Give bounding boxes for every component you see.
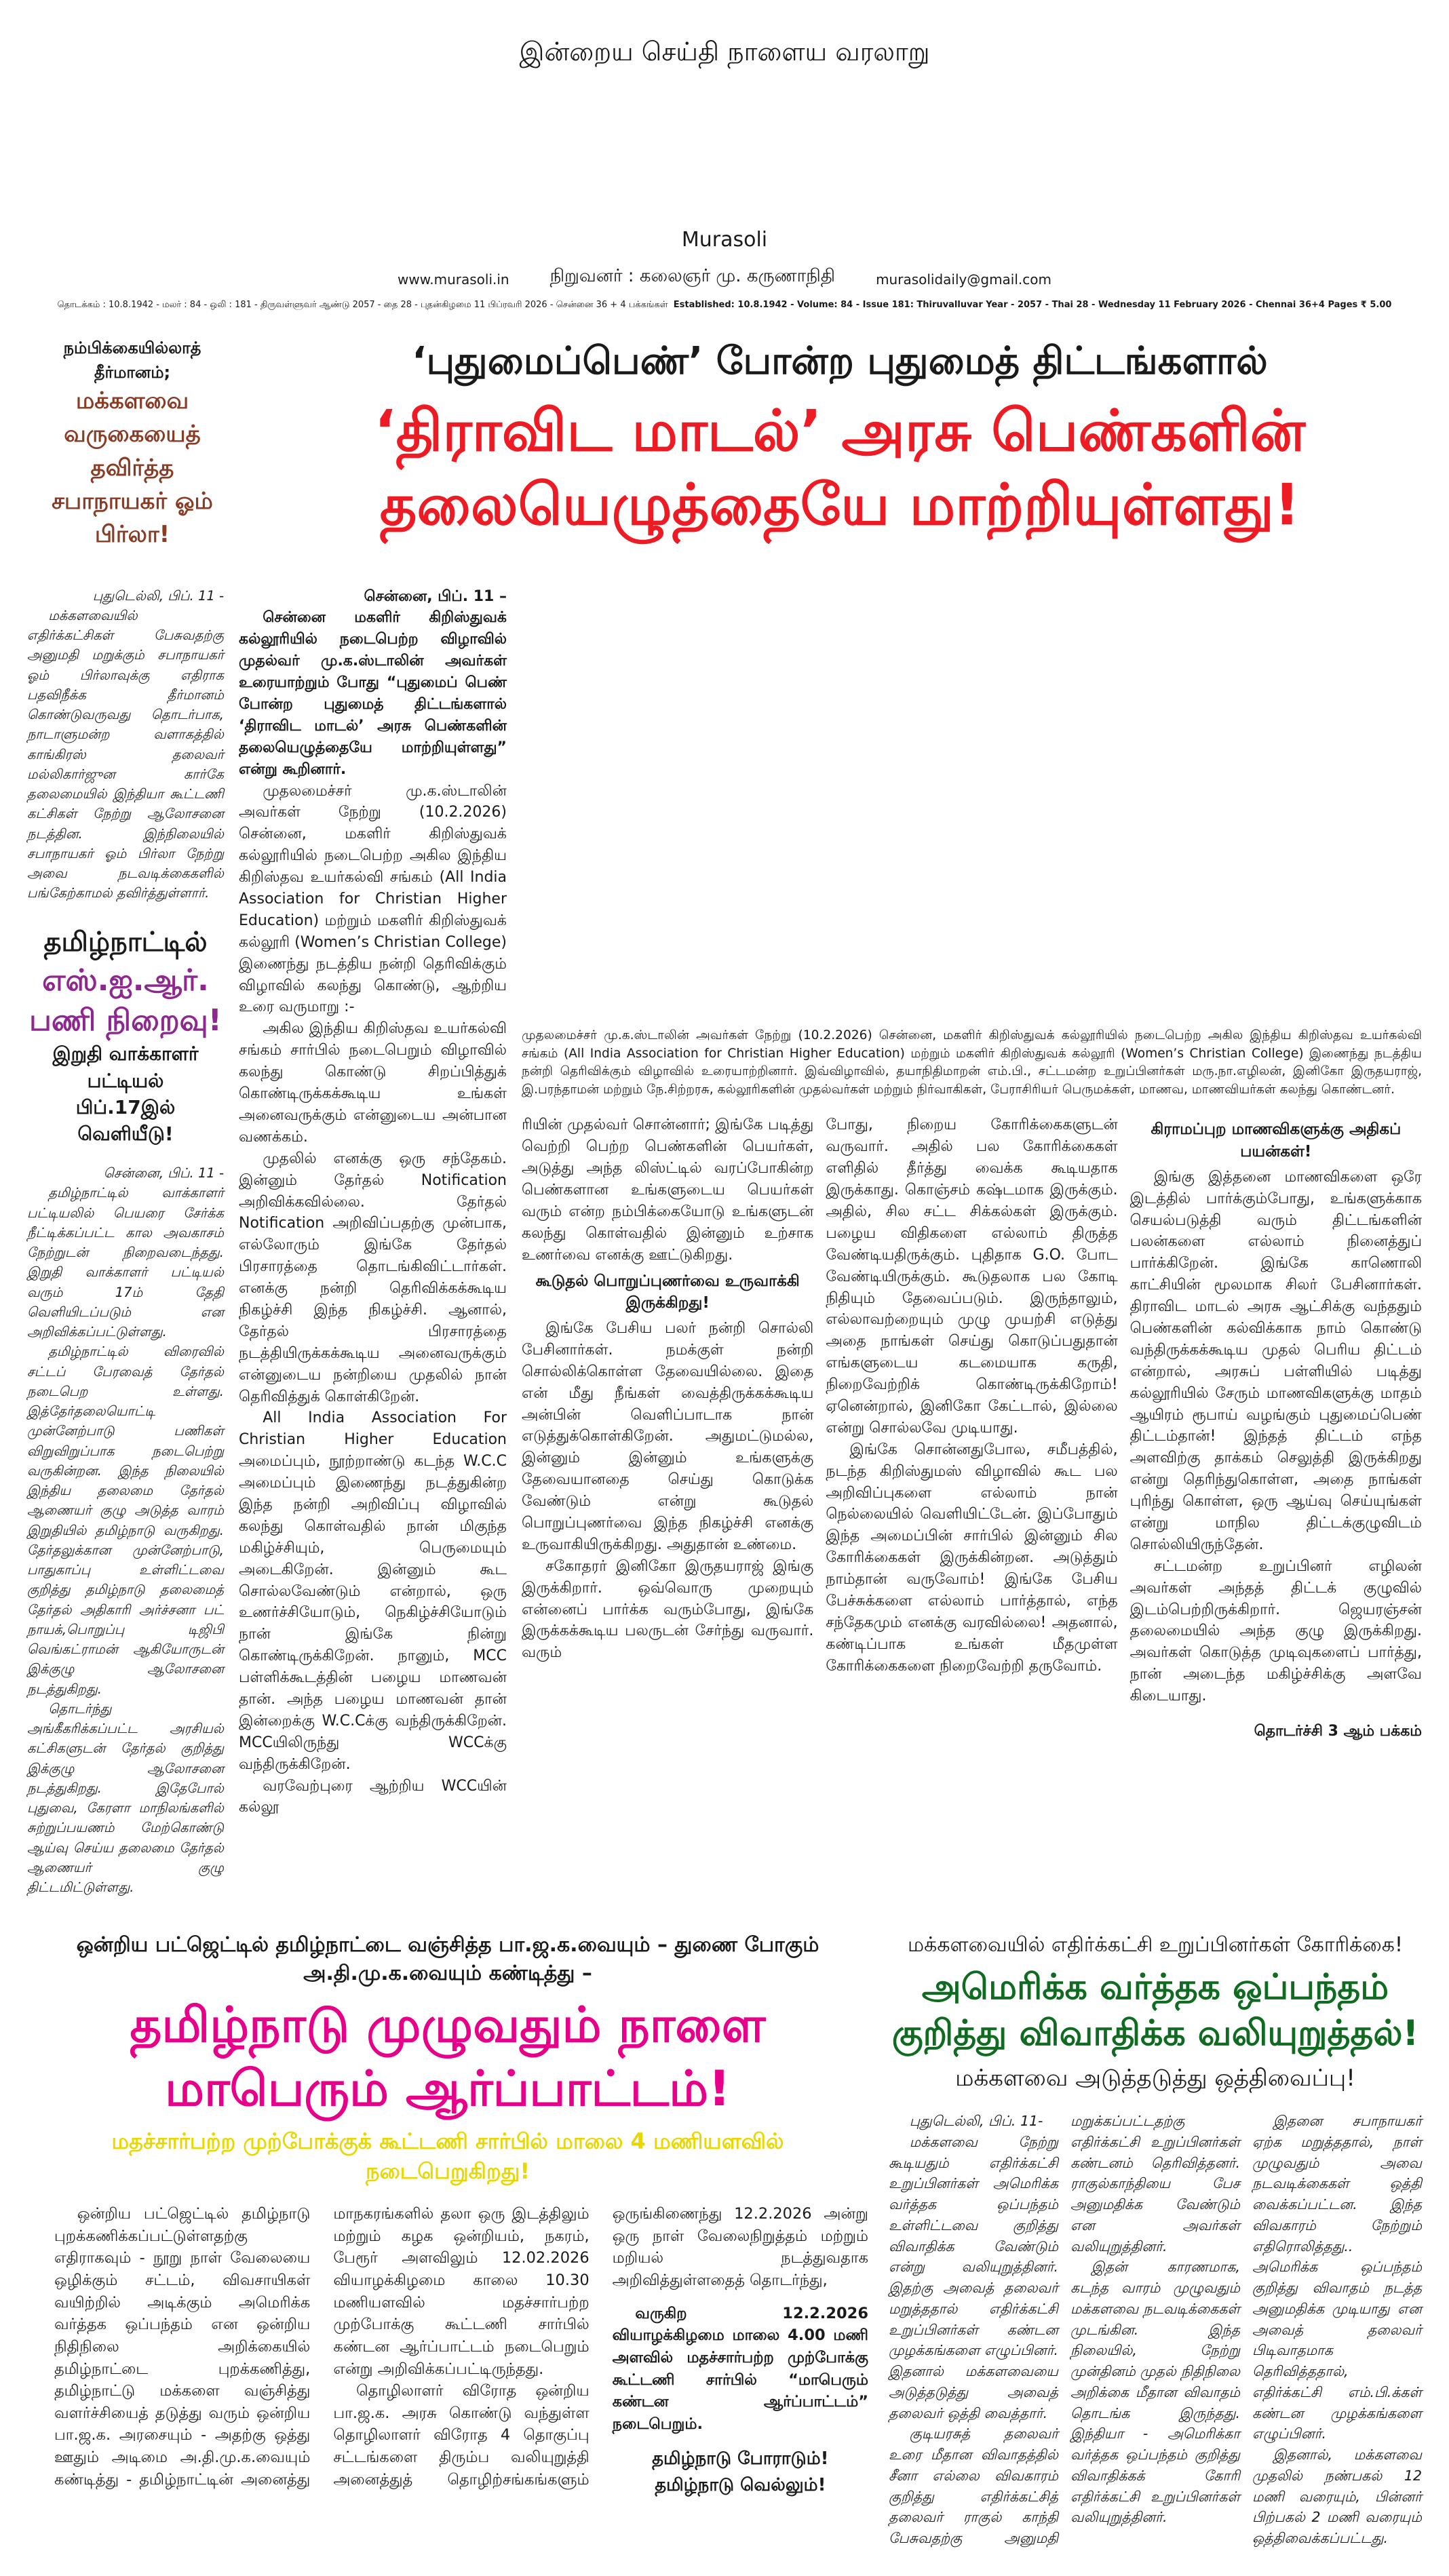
slogan: தமிழ்நாடு வெல்லும்! <box>655 2475 826 2496</box>
lead-article-col-2: ரியின் முதல்வர் சொன்னார்; இங்கே படித்து … <box>522 1114 813 1664</box>
story-paragraph: மக்களவை நேற்று கூடியதும் எதிர்க்கட்சி உற… <box>889 2133 1058 2421</box>
story-paragraph: All India Association For Christian High… <box>239 1409 507 1773</box>
masthead-tagline: இன்றைய செய்தி நாளைய வரலாறு <box>519 37 930 66</box>
speaker-story: புதுடெல்லி, பிப். 11 - மக்களவையில் எதிர்… <box>27 586 224 903</box>
story-paragraph: முதலில் எனக்கு ஒரு சந்தேகம். இன்னும் தேர… <box>239 1150 507 1405</box>
sir-kicker: தமிழ்நாட்டில் <box>43 926 208 958</box>
story-paragraph-bold: வருகிற 12.2.2026 வியாழக்கிழமை மாலை 4.00 … <box>612 2304 868 2433</box>
loksabha-kicker: மக்களவையில் எதிர்க்கட்சி உறுப்பினர்கள் க… <box>908 1933 1403 1957</box>
left-column: புதுடெல்லி, பிப். 11 - மக்களவையில் எதிர்… <box>27 586 224 1898</box>
story-paragraph: போது, நிறைய கோரிக்கைகளுடன் வருவார். அதில… <box>826 1116 1118 1437</box>
story-paragraph: முதலமைச்சர் மு.க.ஸ்டாலின் அவர்கள் நேற்று… <box>239 782 507 1016</box>
story-paragraph: தொடர்ந்து அங்கீகரிக்கப்பட்ட அரசியல் கட்ச… <box>27 1700 224 1896</box>
story-paragraph: சகோதரர் இனிகோ இருதயராஜ் இங்கு இருக்கிறார… <box>522 1557 814 1662</box>
protest-subheadline: மதச்சார்பற்ற முற்போக்குக் கூட்டணி சார்பி… <box>111 2128 784 2185</box>
founder-row: www.murasoli.in நிறுவனர் : கலைஞர் மு. கர… <box>27 264 1422 288</box>
story-paragraph: தமிழ்நாட்டில் வாக்காளர் பட்டியலில் பெயரை… <box>27 1185 224 1340</box>
website-link[interactable]: www.murasoli.in <box>398 271 509 288</box>
dateline: புதுடெல்லி, பிப். 11 - <box>92 587 224 604</box>
subheading: கிராமப்புற மாணவிகளுக்கு அதிகப் பயன்கள்! <box>1151 1120 1402 1160</box>
bottom-section: ஒன்றிய பட்ஜெட்டில் தமிழ்நாட்டை வஞ்சித்த … <box>27 1931 1422 2549</box>
teaser-line: சபாநாயகர் ஓம் பிர்லா! <box>52 487 213 549</box>
teaser-line: மக்களவை <box>75 387 189 415</box>
loksabha-subheadline: மக்களவை அடுத்தடுத்து ஒத்திவைப்பு! <box>955 2064 1355 2092</box>
founder-line: நிறுவனர் : கலைஞர் மு. கருணாநிதி <box>549 266 836 287</box>
story-paragraph: இங்கு இத்தனை மாணவிகளை ஒரே இடத்தில் பார்க… <box>1129 1168 1422 1553</box>
email-link[interactable]: murasolidaily@gmail.com <box>876 271 1051 288</box>
dateline: புதுடெல்லி, பிப். 11- <box>909 2113 1043 2130</box>
lead-article-col-4: கிராமப்புற மாணவிகளுக்கு அதிகப் பயன்கள்! … <box>1130 1114 1422 1742</box>
slogan: தமிழ்நாடு போராடும்! <box>652 2448 829 2470</box>
story-paragraph: சட்டமன்ற உறுப்பினர் எழிலன் அவர்கள் அந்தத… <box>1129 1557 1422 1705</box>
photo-caption: முதலமைச்சர் மு.க.ஸ்டாலின் அவர்கள் நேற்று… <box>522 1028 1422 1097</box>
loksabha-headline: அமெரிக்க வர்த்தக ஒப்பந்தம் குறித்து விவா… <box>891 1967 1419 2054</box>
issue-info-line: தொடக்கம் : 10.8.1942 - மலர் : 84 - ஒலி :… <box>27 298 1422 312</box>
dateline: சென்னை, பிப். 11 – <box>364 587 507 605</box>
lead-headline: ‘திராவிட மாடல்’ அரசு பெண்களின் தலையெழுத்… <box>374 397 1306 538</box>
dateline: சென்னை, பிப். 11 - <box>103 1165 224 1182</box>
masthead: இன்றைய செய்தி நாளைய வரலாறு Murasoli www.… <box>27 0 1422 311</box>
lead-right-area: முதலமைச்சர் மு.க.ஸ்டாலின் அவர்கள் நேற்று… <box>522 585 1422 1742</box>
speaker-teaser: நம்பிக்கையில்லாத் தீர்மானம்; மக்களவை வரு… <box>27 336 237 551</box>
story-paragraph: இதன் காரணமாக, கடந்த வாரம் முழுவதும் மக்க… <box>1070 2259 1240 2526</box>
lead-headlines: ‘புதுமைப்பெண்’ போன்ற புதுமைத் திட்டங்களா… <box>258 336 1422 542</box>
protest-story: ஒன்றிய பட்ஜெட்டில் தமிழ்நாட்டை வஞ்சித்த … <box>27 1931 868 2499</box>
issue-info-english: Established: 10.8.1942 - Volume: 84 - Is… <box>673 299 1392 310</box>
sir-headline-block: தமிழ்நாட்டில் எஸ்.ஐ.ஆர். பணி நிறைவு! இறு… <box>27 924 224 1148</box>
lead-intro: சென்னை மகளிர் கிறிஸ்துவக் கல்லூரியில் நட… <box>239 609 507 778</box>
story-paragraph: மக்களவையில் எதிர்க்கட்சிகள் பேசுவதற்கு அ… <box>27 607 224 901</box>
protest-headline: தமிழ்நாடு முழுவதும் நாளை மாபெரும் ஆர்ப்ப… <box>130 1996 766 2117</box>
story-paragraph: இங்கே சொன்னதுபோல, சமீபத்தில், நடந்த கிறி… <box>826 1441 1118 1675</box>
masthead-title: Murasoli <box>681 228 768 252</box>
protest-kicker: ஒன்றிய பட்ஜெட்டில் தமிழ்நாட்டை வஞ்சித்த … <box>76 1933 819 1986</box>
story-paragraph: இதனால், மக்களவை முதலில் நண்பகல் 12 மணி வ… <box>1252 2446 1422 2547</box>
continued-link[interactable]: தொடர்ச்சி 3 ஆம் பக்கம் <box>1254 1723 1422 1740</box>
issue-info-tamil: தொடக்கம் : 10.8.1942 - மலர் : 84 - ஒலி :… <box>57 299 668 310</box>
lead-article-columns: ரியின் முதல்வர் சொன்னார்; இங்கே படித்து … <box>522 1114 1422 1742</box>
middle-section: புதுடெல்லி, பிப். 11 - மக்களவையில் எதிர்… <box>27 585 1422 1898</box>
teaser-line: வருகையைத் தவிர்த்த <box>64 421 201 482</box>
lead-kicker: ‘புதுமைப்பெண்’ போன்ற புதுமைத் திட்டங்களா… <box>412 339 1268 384</box>
teaser-kicker: நம்பிக்கையில்லாத் தீர்மானம்; <box>63 338 201 383</box>
top-section: நம்பிக்கையில்லாத் தீர்மானம்; மக்களவை வரு… <box>27 336 1422 551</box>
lead-photo <box>522 585 1422 1020</box>
story-paragraph: இதனை சபாநாயகர் ஏற்க மறுத்ததால், நாள் முழ… <box>1252 2113 1422 2442</box>
sir-story: சென்னை, பிப். 11 - தமிழ்நாட்டில் வாக்காள… <box>27 1163 224 1897</box>
story-paragraph: தமிழ்நாட்டில் விரைவில் சட்டப் பேரவைத் தே… <box>27 1344 224 1697</box>
sir-headline: எஸ்.ஐ.ஆர். பணி நிறைவு! <box>29 962 222 1038</box>
subheading: கூடுதல் பொறுப்புணர்வை உருவாக்கி இருக்கிற… <box>535 1272 800 1312</box>
loksabha-body: புதுடெல்லி, பிப். 11- மக்களவை நேற்று கூட… <box>889 2111 1422 2549</box>
story-paragraph: வரவேற்புரை ஆற்றிய WCCயின் கல்லூ <box>239 1777 507 1816</box>
protest-body: ஒன்றிய பட்ஜெட்டில் தமிழ்நாடு புறக்கணிக்க… <box>27 2203 868 2499</box>
sir-sub2: பிப்.17இல் வெளியீடு! <box>75 1095 176 1145</box>
story-paragraph: ரியின் முதல்வர் சொன்னார்; இங்கே படித்து … <box>522 1116 814 1264</box>
loksabha-story: மக்களவையில் எதிர்க்கட்சி உறுப்பினர்கள் க… <box>889 1931 1422 2549</box>
lead-article-col-3: போது, நிறைய கோரிக்கைகளுடன் வருவார். அதில… <box>826 1114 1117 1677</box>
story-paragraph: இங்கே பேசிய பலர் நன்றி சொல்லி பேசினார்கள… <box>522 1319 814 1553</box>
sir-sub1: இறுதி வாக்காளர் பட்டியல் <box>52 1042 199 1092</box>
story-paragraph: அகில இந்திய கிறிஸ்தவ உயர்கல்வி சங்கம் சா… <box>239 1020 507 1146</box>
lead-article-col-1: சென்னை, பிப். 11 – சென்னை மகளிர் கிறிஸ்த… <box>239 586 507 1819</box>
